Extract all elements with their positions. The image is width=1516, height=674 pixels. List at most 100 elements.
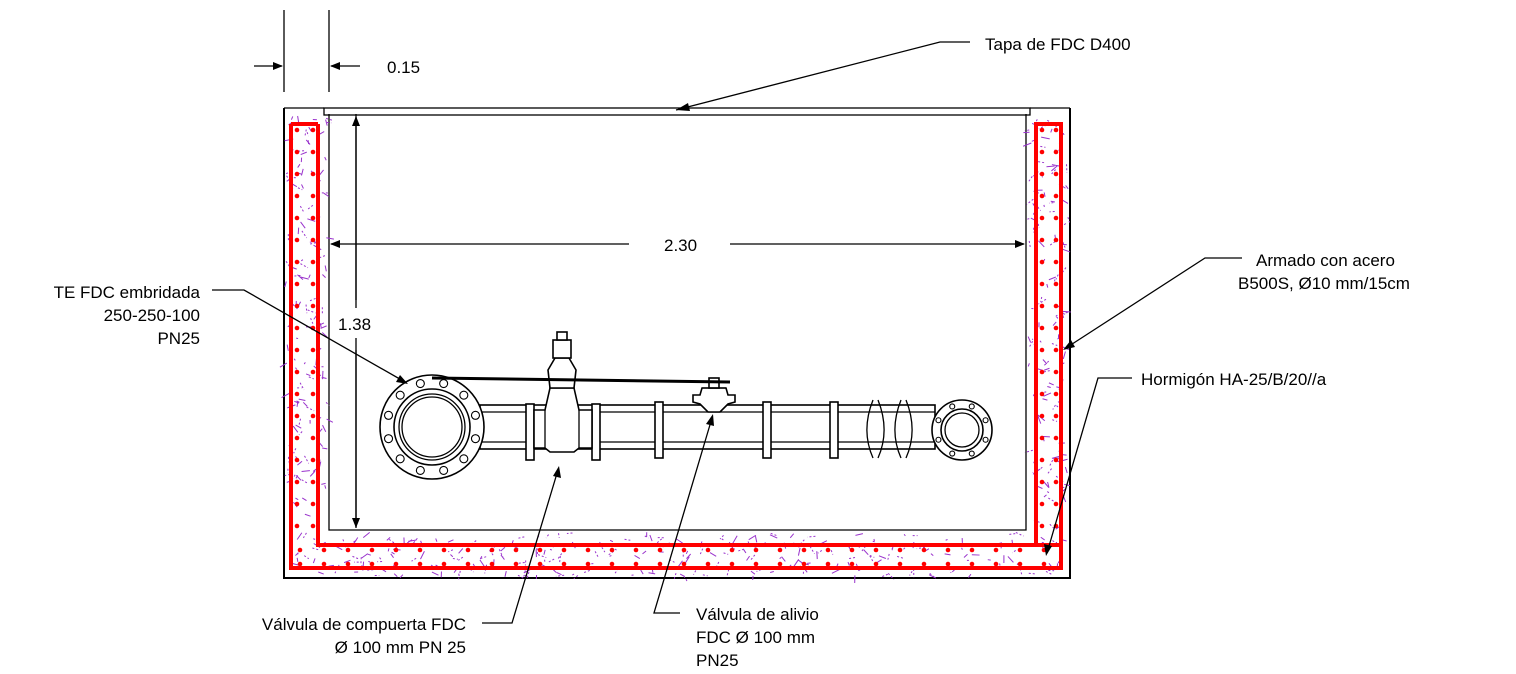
- hatch-mark: [1028, 240, 1031, 249]
- hatch-mark: [1024, 129, 1030, 132]
- rebar-dot: [1017, 547, 1023, 553]
- rebar-dot: [310, 435, 316, 441]
- hatch-mark: [412, 537, 418, 544]
- rebar-dot: [294, 391, 300, 397]
- hatch-mark: [308, 376, 314, 380]
- hatch-mark: [305, 373, 311, 377]
- hatch-mark: [770, 532, 778, 537]
- rebar-dot: [921, 547, 927, 553]
- flange-1: [654, 401, 664, 459]
- hatch-mark: [1048, 241, 1056, 247]
- hatch-mark: [435, 564, 440, 568]
- hatch-mark: [943, 539, 948, 542]
- hatch-mark: [732, 535, 738, 544]
- rebar-dot: [310, 523, 316, 529]
- hatch-mark: [609, 539, 614, 543]
- hatch-mark: [1038, 161, 1046, 164]
- hatch-mark: [789, 533, 795, 539]
- rebar-dot: [294, 347, 300, 353]
- label-relief-valve-line2: FDC Ø 100 mm: [696, 628, 815, 647]
- hatch-mark: [318, 571, 324, 575]
- hatch-mark: [324, 156, 327, 161]
- hatch-mark: [292, 425, 299, 433]
- hatch-mark: [390, 553, 394, 559]
- hatch-mark: [324, 265, 327, 272]
- bolt-hole: [982, 417, 989, 424]
- label-tee-line2: 250-250-100: [104, 306, 200, 325]
- hatch-mark: [343, 559, 351, 564]
- hatch-mark: [944, 553, 951, 556]
- bolt-hole: [935, 436, 942, 443]
- hatch-mark: [607, 555, 612, 558]
- hatch-mark: [321, 332, 328, 338]
- hatch-mark: [655, 538, 663, 545]
- bolt-hole: [968, 403, 975, 410]
- hatch-mark: [634, 554, 641, 560]
- rebar-dot: [369, 561, 375, 567]
- rebar-dot: [310, 215, 316, 221]
- hatch-mark: [746, 555, 750, 561]
- hatch-mark: [297, 187, 303, 191]
- hatch-mark: [1048, 276, 1057, 281]
- hatch-mark: [961, 547, 964, 552]
- rebar-dot: [1039, 149, 1045, 155]
- dj-curve-4: [905, 399, 913, 459]
- label-gate-valve-line1: Válvula de compuerta FDC: [262, 615, 466, 634]
- hatch-mark: [968, 573, 972, 578]
- hatch-mark: [313, 538, 318, 541]
- leader-gate-valve: [482, 469, 559, 624]
- hatch-mark: [1056, 405, 1063, 412]
- bolt-hole: [439, 378, 449, 389]
- rebar-dot: [1039, 523, 1045, 529]
- rebar-dot: [1053, 303, 1059, 309]
- hatch-mark: [1064, 466, 1068, 474]
- label-rebar-line1: Armado con acero: [1256, 251, 1395, 270]
- hatch-mark: [1049, 523, 1055, 529]
- hatch-mark: [807, 535, 816, 538]
- hatch-mark: [1042, 370, 1050, 373]
- hatch-mark: [368, 560, 376, 566]
- hatch-mark: [1063, 313, 1067, 316]
- rebar-inner: [291, 122, 1063, 568]
- hatch-mark: [830, 549, 834, 555]
- rebar-dot: [849, 561, 855, 567]
- hatch-mark: [1048, 202, 1054, 204]
- rebar-cage: [289, 122, 1063, 570]
- rebar-dot: [1053, 347, 1059, 353]
- rebar-dot: [1039, 479, 1045, 485]
- hatch-mark: [1031, 122, 1039, 128]
- rebar-dot: [585, 547, 591, 553]
- hatch-mark: [1051, 455, 1061, 459]
- hatch-mark: [1026, 198, 1034, 205]
- hatch-mark: [855, 533, 864, 536]
- hatch-mark: [296, 337, 300, 340]
- hatch-mark: [916, 546, 926, 550]
- hatch-mark: [324, 485, 327, 489]
- hatch-mark: [545, 534, 549, 539]
- rebar-dot: [294, 457, 300, 463]
- hatch-mark: [1065, 185, 1069, 190]
- hatch-mark: [1034, 119, 1038, 124]
- hatch-mark: [686, 553, 692, 559]
- rebar-dot: [1039, 171, 1045, 177]
- hatch-mark: [1051, 169, 1056, 175]
- rebar-dot: [657, 547, 663, 553]
- hatch-mark: [1015, 532, 1024, 537]
- rebar-dot: [345, 547, 351, 553]
- rebar-dot: [1039, 303, 1045, 309]
- rebar-dot: [369, 547, 375, 553]
- hatch-mark: [399, 574, 404, 579]
- label-rebar-line2: B500S, Ø10 mm/15cm: [1238, 274, 1410, 293]
- rebar-dot: [1053, 149, 1059, 155]
- gate-valve: [525, 331, 601, 461]
- hatch-mark: [614, 548, 618, 552]
- hatch-mark: [863, 549, 869, 556]
- connecting-rod: [431, 376, 731, 384]
- hatch-mark: [325, 402, 330, 406]
- hatch-mark: [517, 574, 526, 580]
- hatch-mark: [361, 553, 369, 559]
- hatch-mark: [1052, 404, 1056, 410]
- gv-stem-cap: [556, 331, 568, 341]
- hatch-mark: [304, 513, 311, 517]
- hatch-mark: [797, 547, 801, 556]
